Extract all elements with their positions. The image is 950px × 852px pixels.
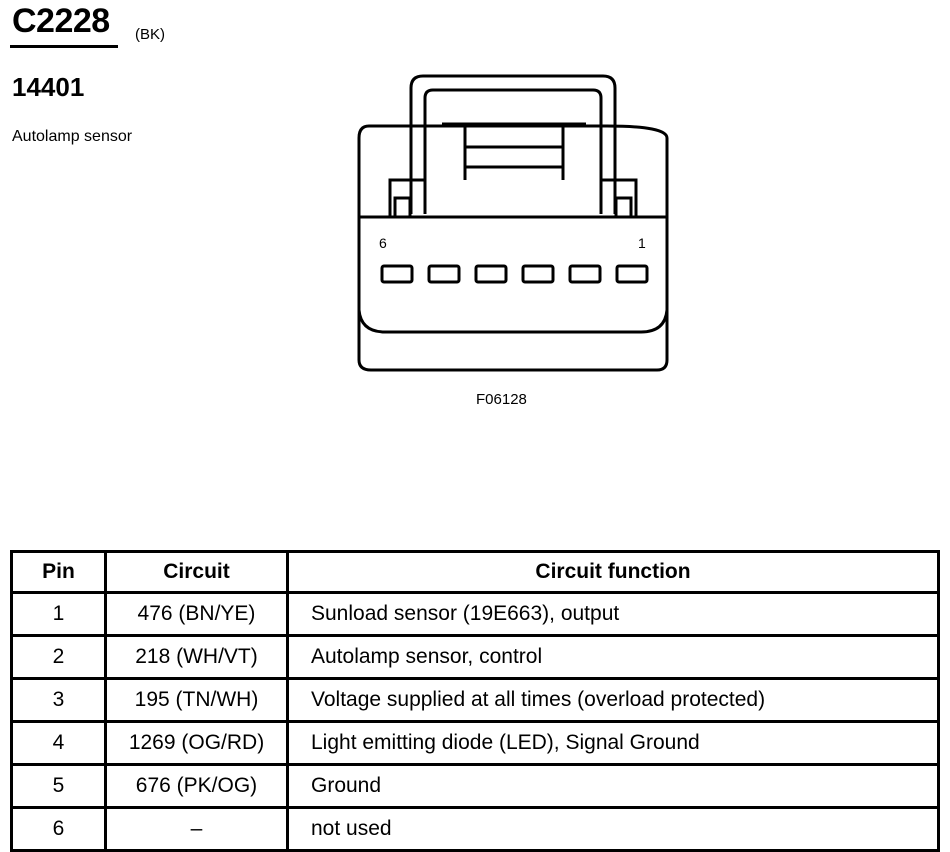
cell-circuit: – — [104, 806, 289, 852]
pin-label-left: 6 — [379, 235, 387, 251]
connector-latch-outer — [409, 74, 617, 214]
table-header-row: Pin Circuit Circuit function — [10, 550, 940, 594]
pin-cavity-6 — [380, 264, 414, 284]
cell-circuit: 676 (PK/OG) — [104, 763, 289, 809]
cell-pin: 5 — [10, 763, 107, 809]
part-description: Autolamp sensor — [12, 128, 133, 145]
table-row: 5 676 (PK/OG) Ground — [10, 763, 940, 809]
figure-id: F06128 — [476, 391, 527, 408]
part-number: 14401 — [12, 72, 85, 102]
cell-function: Ground — [286, 763, 940, 809]
connector-id: C2228 — [12, 2, 110, 40]
cell-pin: 6 — [10, 806, 107, 852]
pin-cavity-5 — [427, 264, 461, 284]
cell-function: Light emitting diode (LED), Signal Groun… — [286, 720, 940, 766]
pin-cavity-3 — [521, 264, 555, 284]
connector-id-underline — [10, 45, 118, 48]
pin-label-right: 1 — [638, 235, 646, 251]
pin-table: Pin Circuit Circuit function 1 476 (BN/Y… — [10, 550, 940, 852]
cell-circuit: 218 (WH/VT) — [104, 634, 289, 680]
connector-lock-left — [388, 178, 425, 216]
table-row: 3 195 (TN/WH) Voltage supplied at all ti… — [10, 677, 940, 723]
header-circuit-function: Circuit function — [286, 550, 940, 594]
cell-function: Voltage supplied at all times (overload … — [286, 677, 940, 723]
header-circuit: Circuit — [104, 550, 289, 594]
cell-circuit: 476 (BN/YE) — [104, 591, 289, 637]
cell-function: Sunload sensor (19E663), output — [286, 591, 940, 637]
cell-circuit: 195 (TN/WH) — [104, 677, 289, 723]
cell-function: Autolamp sensor, control — [286, 634, 940, 680]
connector-housing — [357, 124, 669, 372]
header-pin: Pin — [10, 550, 107, 594]
cell-pin: 3 — [10, 677, 107, 723]
connector-latch-inner — [423, 88, 603, 214]
pin-cavity-2 — [568, 264, 602, 284]
connector-color: (BK) — [135, 26, 165, 43]
cell-circuit: 1269 (OG/RD) — [104, 720, 289, 766]
connector-face-diagram: 6 1 — [357, 74, 669, 372]
connector-lock-right — [601, 178, 638, 216]
cell-pin: 1 — [10, 591, 107, 637]
pin-cavity-1 — [615, 264, 649, 284]
table-row: 1 476 (BN/YE) Sunload sensor (19E663), o… — [10, 591, 940, 637]
cell-pin: 4 — [10, 720, 107, 766]
cell-function: not used — [286, 806, 940, 852]
table-row: 2 218 (WH/VT) Autolamp sensor, control — [10, 634, 940, 680]
table-row: 6 – not used — [10, 806, 940, 852]
pin-cavity-4 — [474, 264, 508, 284]
table-row: 4 1269 (OG/RD) Light emitting diode (LED… — [10, 720, 940, 766]
cell-pin: 2 — [10, 634, 107, 680]
